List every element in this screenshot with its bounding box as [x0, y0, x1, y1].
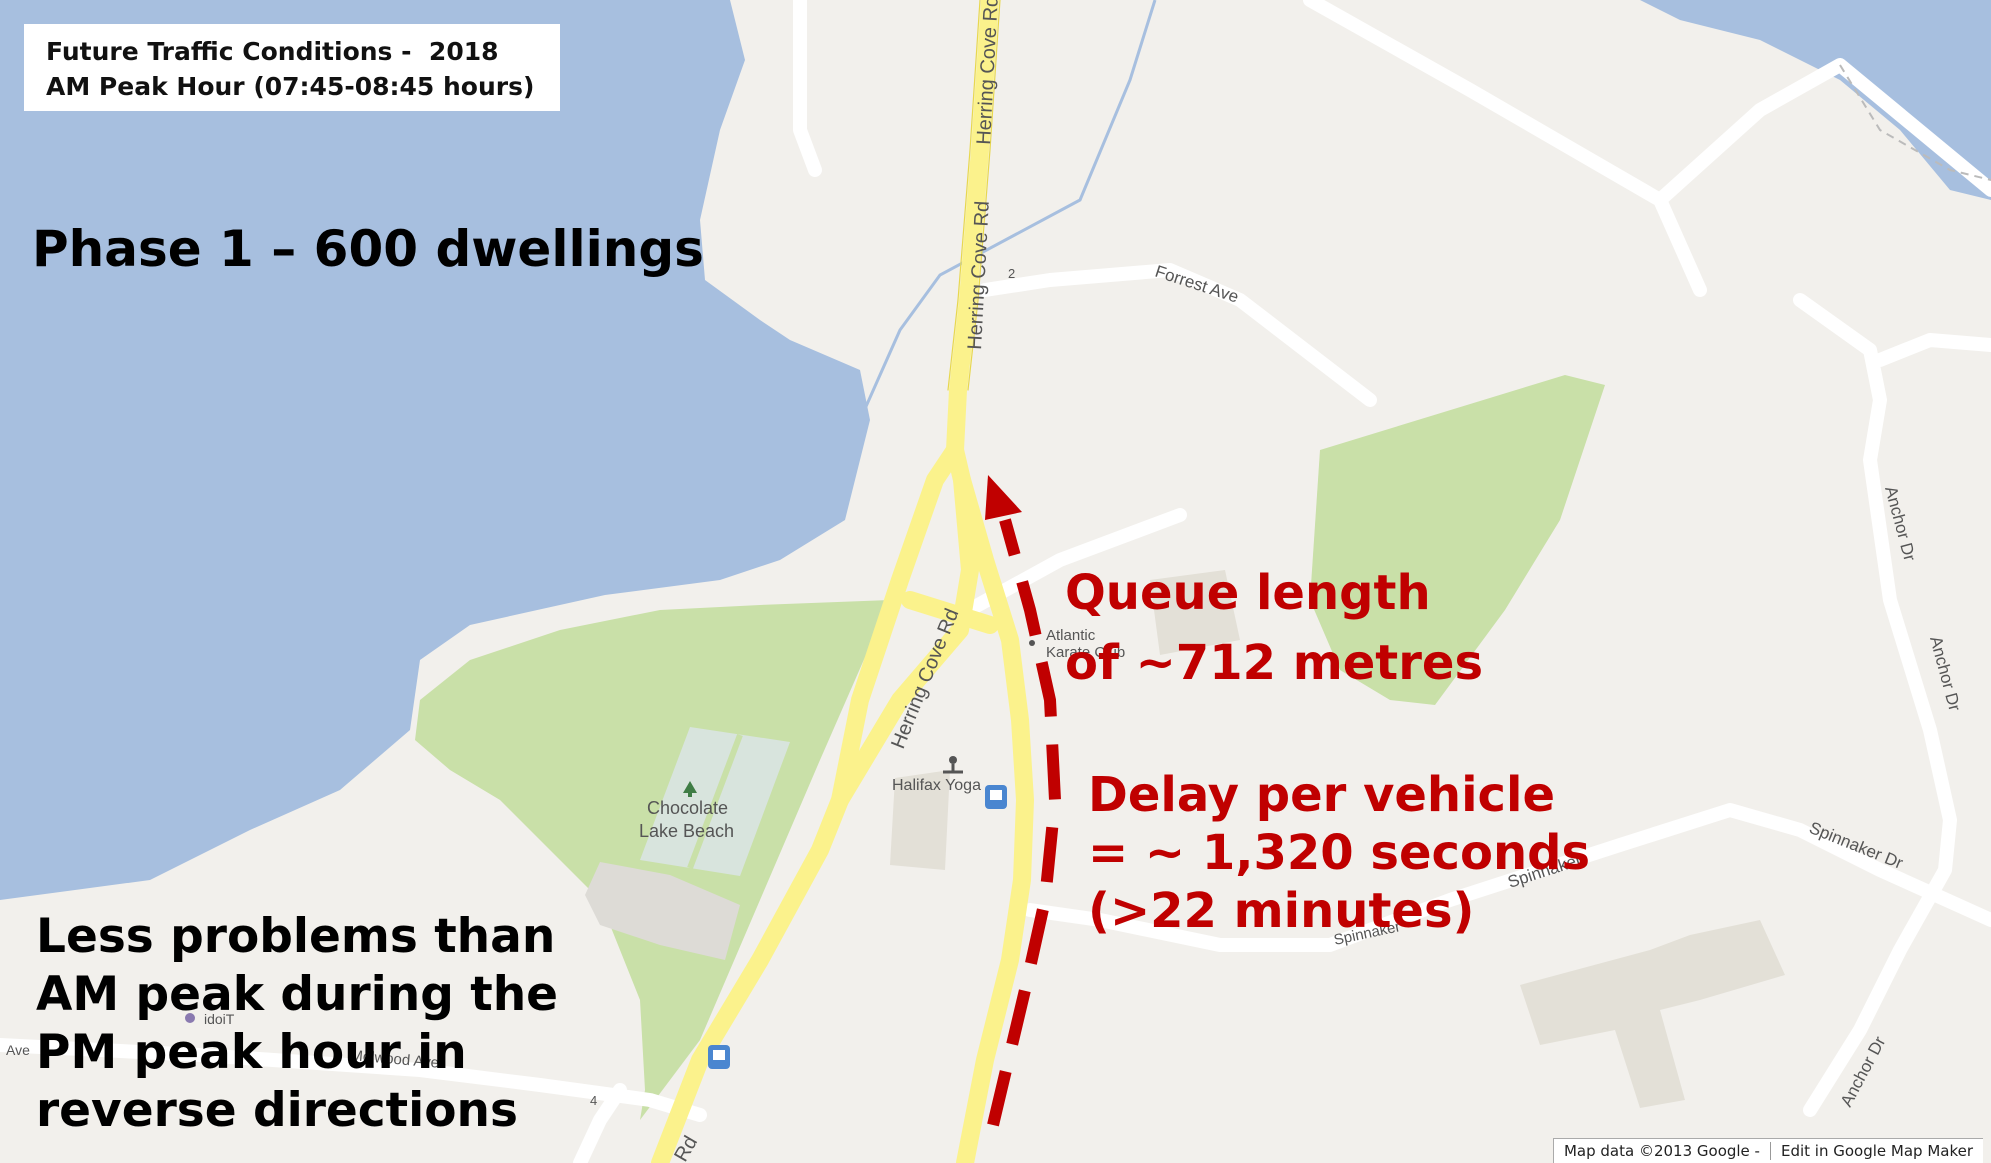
label-house-4: 4 [590, 1093, 597, 1108]
delay-line-2: = ~ 1,320 seconds [1088, 825, 1591, 881]
stream [858, 0, 1157, 421]
title-line-2: AM Peak Hour (07:45-08:45 hours) [46, 72, 535, 101]
chocolate-lake-water [0, 0, 870, 900]
map-attribution: Map data ©2013 Google - Edit in Google M… [1552, 1138, 1983, 1163]
tree-icon [683, 781, 697, 797]
building-atlantic [1150, 570, 1240, 655]
map-data-credit: Map data ©2013 Google - [1563, 1142, 1760, 1160]
label-house-2: 2 [1008, 266, 1015, 281]
queue-arrow-line [987, 518, 1062, 1127]
title-line-1: Future Traffic Conditions - 2018 [46, 37, 499, 66]
queue-line-1: Queue length [1065, 565, 1431, 621]
queue-length-annotation: Queue length of ~712 metres [1065, 558, 1483, 698]
building-southeast [1520, 920, 1785, 1108]
queue-arrow-head [985, 475, 1022, 520]
label-halifax-yoga: Halifax Yoga [892, 777, 981, 794]
yoga-icon [943, 756, 963, 774]
bus-stop-icon [985, 785, 1007, 809]
attribution-separator [1769, 1142, 1771, 1160]
delay-line-3: (>22 minutes) [1088, 883, 1475, 939]
pm-line-3: PM peak hour in [36, 1025, 467, 1080]
bus-stop-icon-south [708, 1045, 730, 1069]
green-park-east [1310, 375, 1605, 705]
label-ave-edge: Ave [6, 1042, 30, 1058]
delay-annotation: Delay per vehicle = ~ 1,320 seconds (>22… [1088, 766, 1590, 940]
label-karate-club: Karate Club [1046, 644, 1125, 661]
pm-peak-note: Less problems than AM peak during the PM… [36, 908, 558, 1140]
delay-line-1: Delay per vehicle [1088, 767, 1555, 823]
pm-line-2: AM peak during the [36, 967, 559, 1022]
trail-top-right [1839, 64, 1991, 181]
label-chocolate: Chocolate [647, 798, 728, 818]
label-idoit: idoiT [204, 1011, 235, 1027]
queue-line-2: of ~712 metres [1065, 635, 1484, 691]
road-casing [947, 0, 1001, 391]
title-box: Future Traffic Conditions - 2018 AM Peak… [24, 24, 560, 111]
label-lake-beach: Lake Beach [639, 821, 734, 841]
idoit-pin-icon [185, 1013, 195, 1023]
pm-line-4: reverse directions [36, 1083, 518, 1138]
herring-cove-road [651, 0, 1034, 1163]
building-yoga [890, 770, 950, 870]
pm-line-1: Less problems than [36, 909, 556, 964]
map-pin-icon [1029, 640, 1035, 646]
phase-heading: Phase 1 – 600 dwellings [32, 220, 704, 278]
label-atlantic: Atlantic [1046, 627, 1096, 644]
edit-in-map-maker-link[interactable]: Edit in Google Map Maker [1780, 1142, 1973, 1160]
beach-building [585, 862, 740, 960]
beach-divider [687, 733, 743, 870]
water-top-right [1640, 0, 1991, 200]
